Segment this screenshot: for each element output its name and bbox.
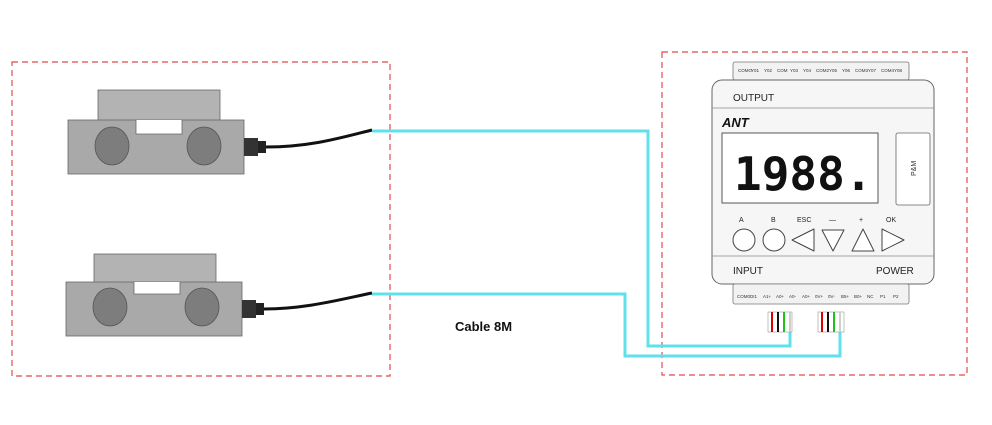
terminal-label: Y03	[790, 68, 799, 73]
terminal-label: NC	[867, 294, 874, 299]
terminal-wires-2	[817, 311, 845, 333]
terminal-label: COM4	[881, 68, 894, 73]
load-cell-2	[65, 253, 373, 337]
keypad-arrow-up-icon[interactable]	[851, 228, 875, 252]
terminal-label: Y06	[842, 68, 851, 73]
terminal-label: Y05	[829, 68, 838, 73]
keypad-arrow-right-icon[interactable]	[881, 228, 905, 252]
lcd-display	[721, 132, 879, 204]
terminal-label: DI1	[750, 294, 758, 299]
pm-button[interactable]	[895, 132, 931, 206]
brand-logo: ANT	[721, 115, 750, 130]
controller: OUTPUT INPUT POWER ANT 1988. P&M A B ESC…	[711, 61, 935, 305]
terminal-label: COM0	[737, 294, 750, 299]
key-label-plus: +	[859, 217, 863, 224]
terminal-label: B0+	[854, 294, 863, 299]
display-value: 1988.	[734, 147, 872, 201]
key-label-b: B	[771, 217, 776, 224]
load-cell-1	[67, 89, 373, 175]
load-cell-1-cable	[265, 128, 373, 149]
cable-length-label: Cable 8M	[455, 319, 512, 334]
keypad-arrow-left-icon[interactable]	[791, 228, 815, 252]
key-label-esc: ESC	[797, 217, 811, 224]
terminal-label: A0+	[802, 294, 811, 299]
terminal-label: A0+	[776, 294, 785, 299]
terminal-label: COMO	[738, 68, 752, 73]
power-label: POWER	[876, 266, 914, 277]
sensor-group-frame	[11, 61, 391, 377]
terminal-label: A1+	[763, 294, 772, 299]
terminal-label: COM3	[855, 68, 868, 73]
key-label-minus: —	[829, 217, 836, 224]
terminal-label: 0V-	[828, 294, 835, 299]
load-cell-2-cable	[263, 291, 373, 311]
output-label: OUTPUT	[733, 93, 774, 104]
terminal-label: Y04	[803, 68, 812, 73]
input-label: INPUT	[733, 266, 763, 277]
terminal-label: 0V+	[815, 294, 824, 299]
terminal-label: COM	[777, 68, 788, 73]
terminal-label: COM2	[816, 68, 829, 73]
key-label-ok: OK	[886, 217, 896, 224]
terminal-label: Y08	[894, 68, 903, 73]
terminal-label: Y07	[868, 68, 877, 73]
terminal-label: B5+	[841, 294, 850, 299]
controller-frame	[661, 51, 968, 376]
keypad-arrow-down-icon[interactable]	[821, 229, 845, 252]
terminal-label: P2	[893, 294, 899, 299]
terminal-label: A0-	[789, 294, 797, 299]
key-b-button[interactable]	[762, 228, 786, 252]
terminal-label: Y01	[751, 68, 760, 73]
cable-2	[372, 292, 842, 358]
terminal-label: Y02	[764, 68, 773, 73]
key-label-a: A	[739, 217, 744, 224]
cable-1	[372, 129, 792, 348]
pm-button-label: P&M	[911, 161, 918, 176]
key-a-button[interactable]	[732, 228, 756, 252]
terminal-wires-1	[767, 311, 793, 333]
terminal-label: P1	[880, 294, 886, 299]
